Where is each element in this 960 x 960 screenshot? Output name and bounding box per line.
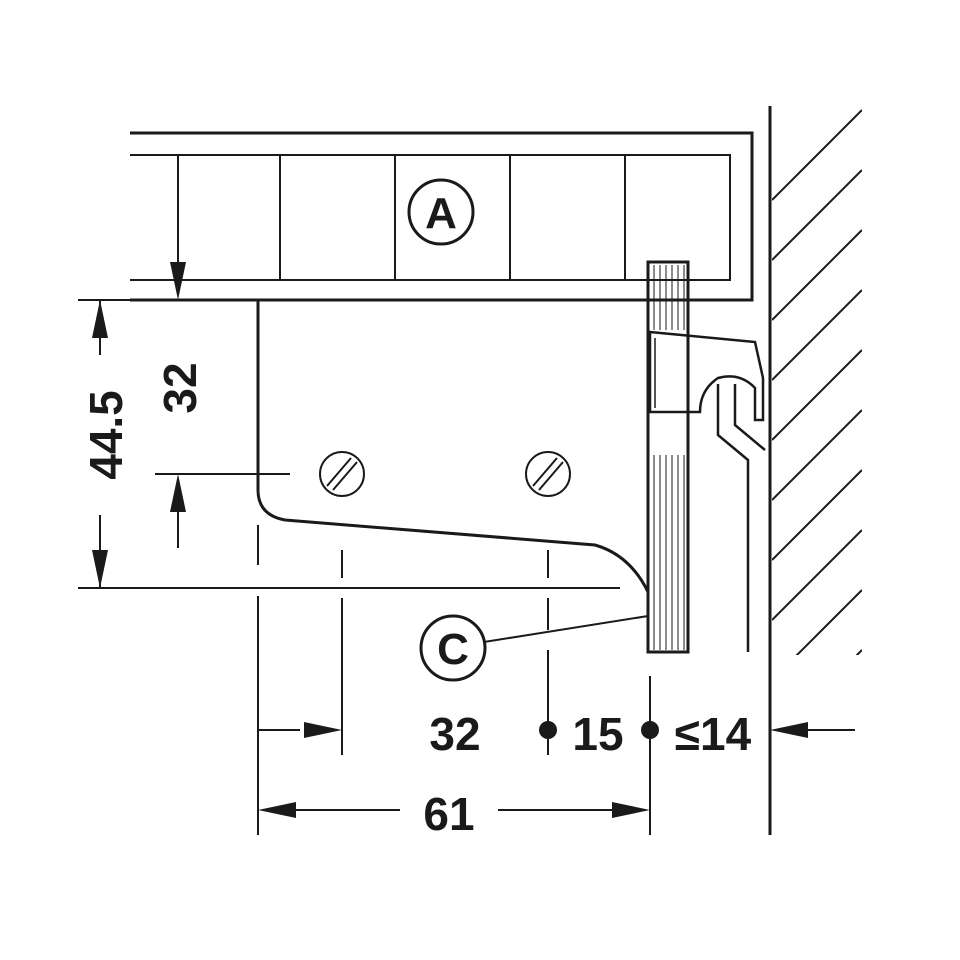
dimension-44-5 [78,299,620,589]
dimension-label-15: 15 [572,708,623,760]
dimension-label-max-14: ≤14 [675,708,752,760]
wall [768,106,862,835]
callout-c: C [419,614,649,682]
dimension-label-32-horizontal: 32 [429,708,480,760]
mounting-clip [648,330,766,652]
callout-label-c: C [437,625,469,674]
rail-c [646,260,690,654]
wall-hatching [772,109,862,655]
dimension-15 [539,721,659,739]
dimension-label-44-5: 44.5 [80,390,132,480]
screw-right-icon [525,451,571,497]
dimension-61 [258,802,650,818]
callout-a: A [407,178,475,246]
dimension-label-32-vertical: 32 [154,362,206,413]
dimension-32-horizontal [258,722,342,738]
screw-left-icon [319,451,365,497]
bracket-plate [256,299,650,593]
dimension-max-14 [770,722,855,738]
dimension-label-61: 61 [423,788,474,840]
callout-label-a: A [425,189,457,238]
dimension-32-vertical [155,155,290,548]
extension-lines [257,525,651,835]
